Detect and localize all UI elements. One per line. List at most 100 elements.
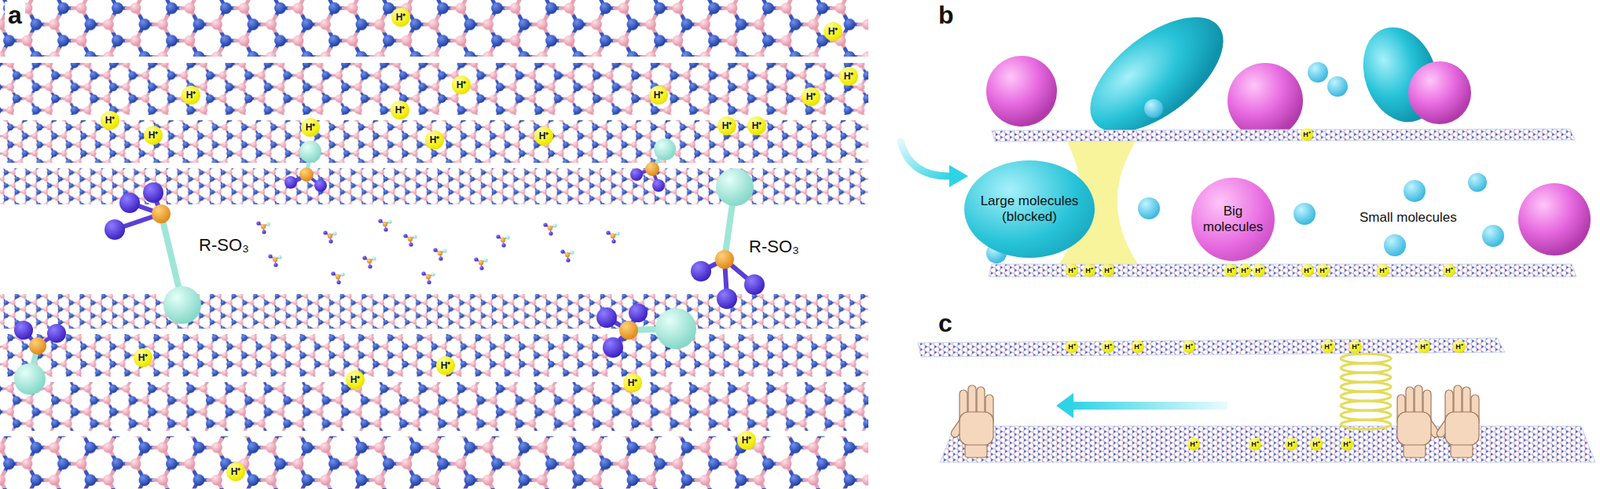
node-text: H⁺ — [1455, 343, 1464, 351]
spring — [1340, 353, 1391, 364]
sulfonate-molecule — [299, 140, 322, 163]
sulfonate-molecule — [314, 179, 327, 192]
proton-circle: H⁺ — [1187, 437, 1200, 451]
node-text: H⁺ — [148, 130, 159, 140]
node-text: H⁺ — [752, 121, 763, 131]
proton-circle: H⁺ — [100, 110, 120, 130]
proton-circle: H⁺ — [1065, 264, 1079, 277]
proton-circle: H⁺ — [143, 125, 163, 145]
lattice-layers — [0, 333, 869, 377]
node-text: H⁺ — [1104, 267, 1112, 275]
proton-circle: H⁺ — [1101, 264, 1115, 277]
node-text: H⁺ — [1104, 343, 1112, 351]
sulfonate-molecule — [104, 182, 202, 324]
proton-circle: H⁺ — [1417, 340, 1431, 353]
proton-circle: H⁺ — [451, 75, 471, 95]
node-text: H⁺ — [539, 131, 550, 141]
hand-icon — [949, 385, 994, 458]
proton-circle: H⁺ — [391, 7, 411, 27]
small-molecules — [256, 220, 270, 234]
node-text: H⁺ — [456, 80, 467, 90]
sulfonate-molecule — [690, 260, 712, 282]
hand-icon — [1397, 385, 1442, 458]
node-text: Big molecules — [1199, 203, 1267, 236]
proton-circle: H⁺ — [1300, 128, 1314, 141]
molecules-between — [1383, 234, 1406, 257]
small-molecules — [605, 230, 620, 243]
molecules-above — [1327, 76, 1348, 97]
node-text: H⁺ — [440, 360, 452, 371]
spring — [1340, 391, 1391, 401]
proton-circle: H⁺ — [1442, 264, 1456, 277]
node-text: H⁺ — [1324, 343, 1333, 351]
group-label: R-SO₃ — [746, 237, 802, 257]
node-text: Large molecules (blocked) — [978, 193, 1081, 226]
flow-arrow — [900, 141, 969, 188]
node-text: H⁺ — [1226, 267, 1235, 275]
sulfonate-molecule — [596, 307, 617, 328]
small-molecules — [362, 255, 376, 268]
node-text: H⁺ — [429, 135, 441, 145]
molecule-sphere: Big molecules — [1191, 177, 1275, 261]
node-text: H⁺ — [1343, 440, 1351, 448]
hbn-sheet — [917, 337, 1505, 357]
lattice-layers — [0, 0, 869, 489]
node-text: H⁺ — [1303, 267, 1312, 275]
node-text: H⁺ — [1085, 267, 1094, 275]
panel-label: c — [935, 309, 956, 338]
sulfonate-molecule — [653, 138, 676, 161]
sulfonate-molecule — [284, 176, 298, 189]
node-text: H⁺ — [1379, 267, 1388, 275]
sulfonate-molecule — [119, 192, 140, 213]
proton-circle: H⁺ — [1453, 340, 1466, 353]
spring — [1340, 372, 1391, 382]
proton-circle: H⁺ — [737, 430, 756, 450]
node-text: H⁺ — [305, 122, 316, 133]
node-text: H⁺ — [806, 91, 817, 102]
sulfonate-molecule — [716, 288, 738, 309]
panel-label: b — [935, 1, 958, 30]
sulfonate-molecule — [163, 286, 202, 324]
sulfonate-molecule — [628, 303, 648, 323]
proton-circle: H⁺ — [747, 116, 767, 136]
proton-circle: H⁺ — [839, 66, 859, 86]
molecules-above — [1144, 99, 1164, 118]
slide-arrow — [1070, 401, 1228, 410]
sulfonate-molecule — [143, 182, 164, 203]
node-text: H⁺ — [1351, 343, 1360, 351]
node-text: H⁺ — [396, 12, 407, 23]
spring — [1340, 381, 1391, 392]
node-text: H⁺ — [1240, 267, 1249, 275]
node-text: H⁺ — [722, 121, 733, 131]
node-text: H⁺ — [395, 105, 406, 115]
small-molecules — [495, 234, 510, 247]
node-text: H⁺ — [1319, 267, 1328, 275]
sulfonate-molecule — [744, 274, 765, 295]
panel-label: a — [4, 1, 26, 30]
small-molecules — [330, 271, 345, 284]
molecules-between — [1137, 197, 1160, 220]
proton-circle: H⁺ — [1252, 264, 1266, 277]
proton-circle: H⁺ — [1321, 340, 1335, 353]
small-molecules — [543, 222, 557, 235]
sulfonate-molecule — [630, 138, 676, 192]
sulfonate-molecule — [151, 204, 171, 224]
node-text: H⁺ — [741, 435, 753, 445]
proton-circle: H⁺ — [300, 117, 320, 137]
sulfonate-molecule — [14, 363, 46, 395]
proton-circle: H⁺ — [1101, 340, 1115, 353]
sulfonate-molecule — [14, 320, 67, 395]
sulfonate-molecule — [47, 323, 67, 343]
proton-circle: H⁺ — [534, 126, 554, 146]
proton-circle: H⁺ — [1065, 340, 1079, 353]
small-molecules — [433, 247, 447, 261]
node-text: H⁺ — [1251, 440, 1259, 448]
molecule-label: Small molecules — [1359, 210, 1457, 226]
proton-circle: H⁺ — [1340, 437, 1354, 451]
slide-arrow — [1056, 392, 1228, 419]
hbn-sheet — [991, 128, 1575, 142]
small-molecules — [421, 271, 435, 284]
molecules-between — [1518, 183, 1591, 256]
sulfonate-molecule — [284, 140, 327, 192]
